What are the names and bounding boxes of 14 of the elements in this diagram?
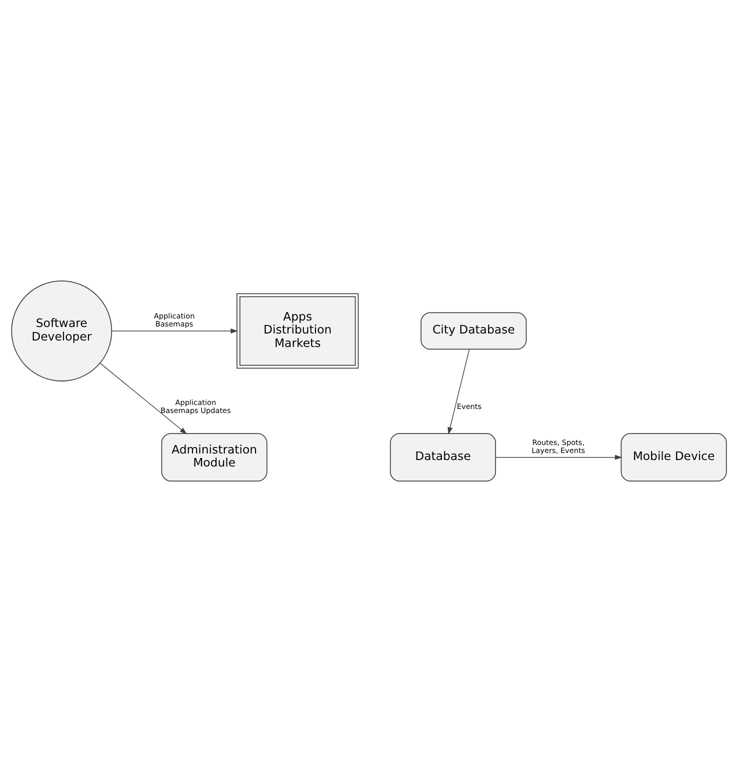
arrow [448, 348, 470, 435]
arrow [100, 362, 188, 434]
edge-label: Application Basemaps Updates [160, 398, 231, 416]
node-circle: Software Developer [11, 280, 112, 382]
arrow [495, 454, 622, 460]
node-box: City Database [420, 312, 527, 350]
edge-label: Routes, Spots, Layers, Events [532, 438, 586, 455]
node-box: Database [390, 433, 496, 482]
node-box: Mobile Device [620, 433, 727, 482]
node-box: Apps Distribution Markets [236, 293, 359, 369]
edge-label: Events [456, 402, 482, 412]
node-box: Administration Module [161, 433, 268, 482]
edge-label: Application Basemaps [154, 312, 195, 329]
arrow [112, 328, 238, 334]
